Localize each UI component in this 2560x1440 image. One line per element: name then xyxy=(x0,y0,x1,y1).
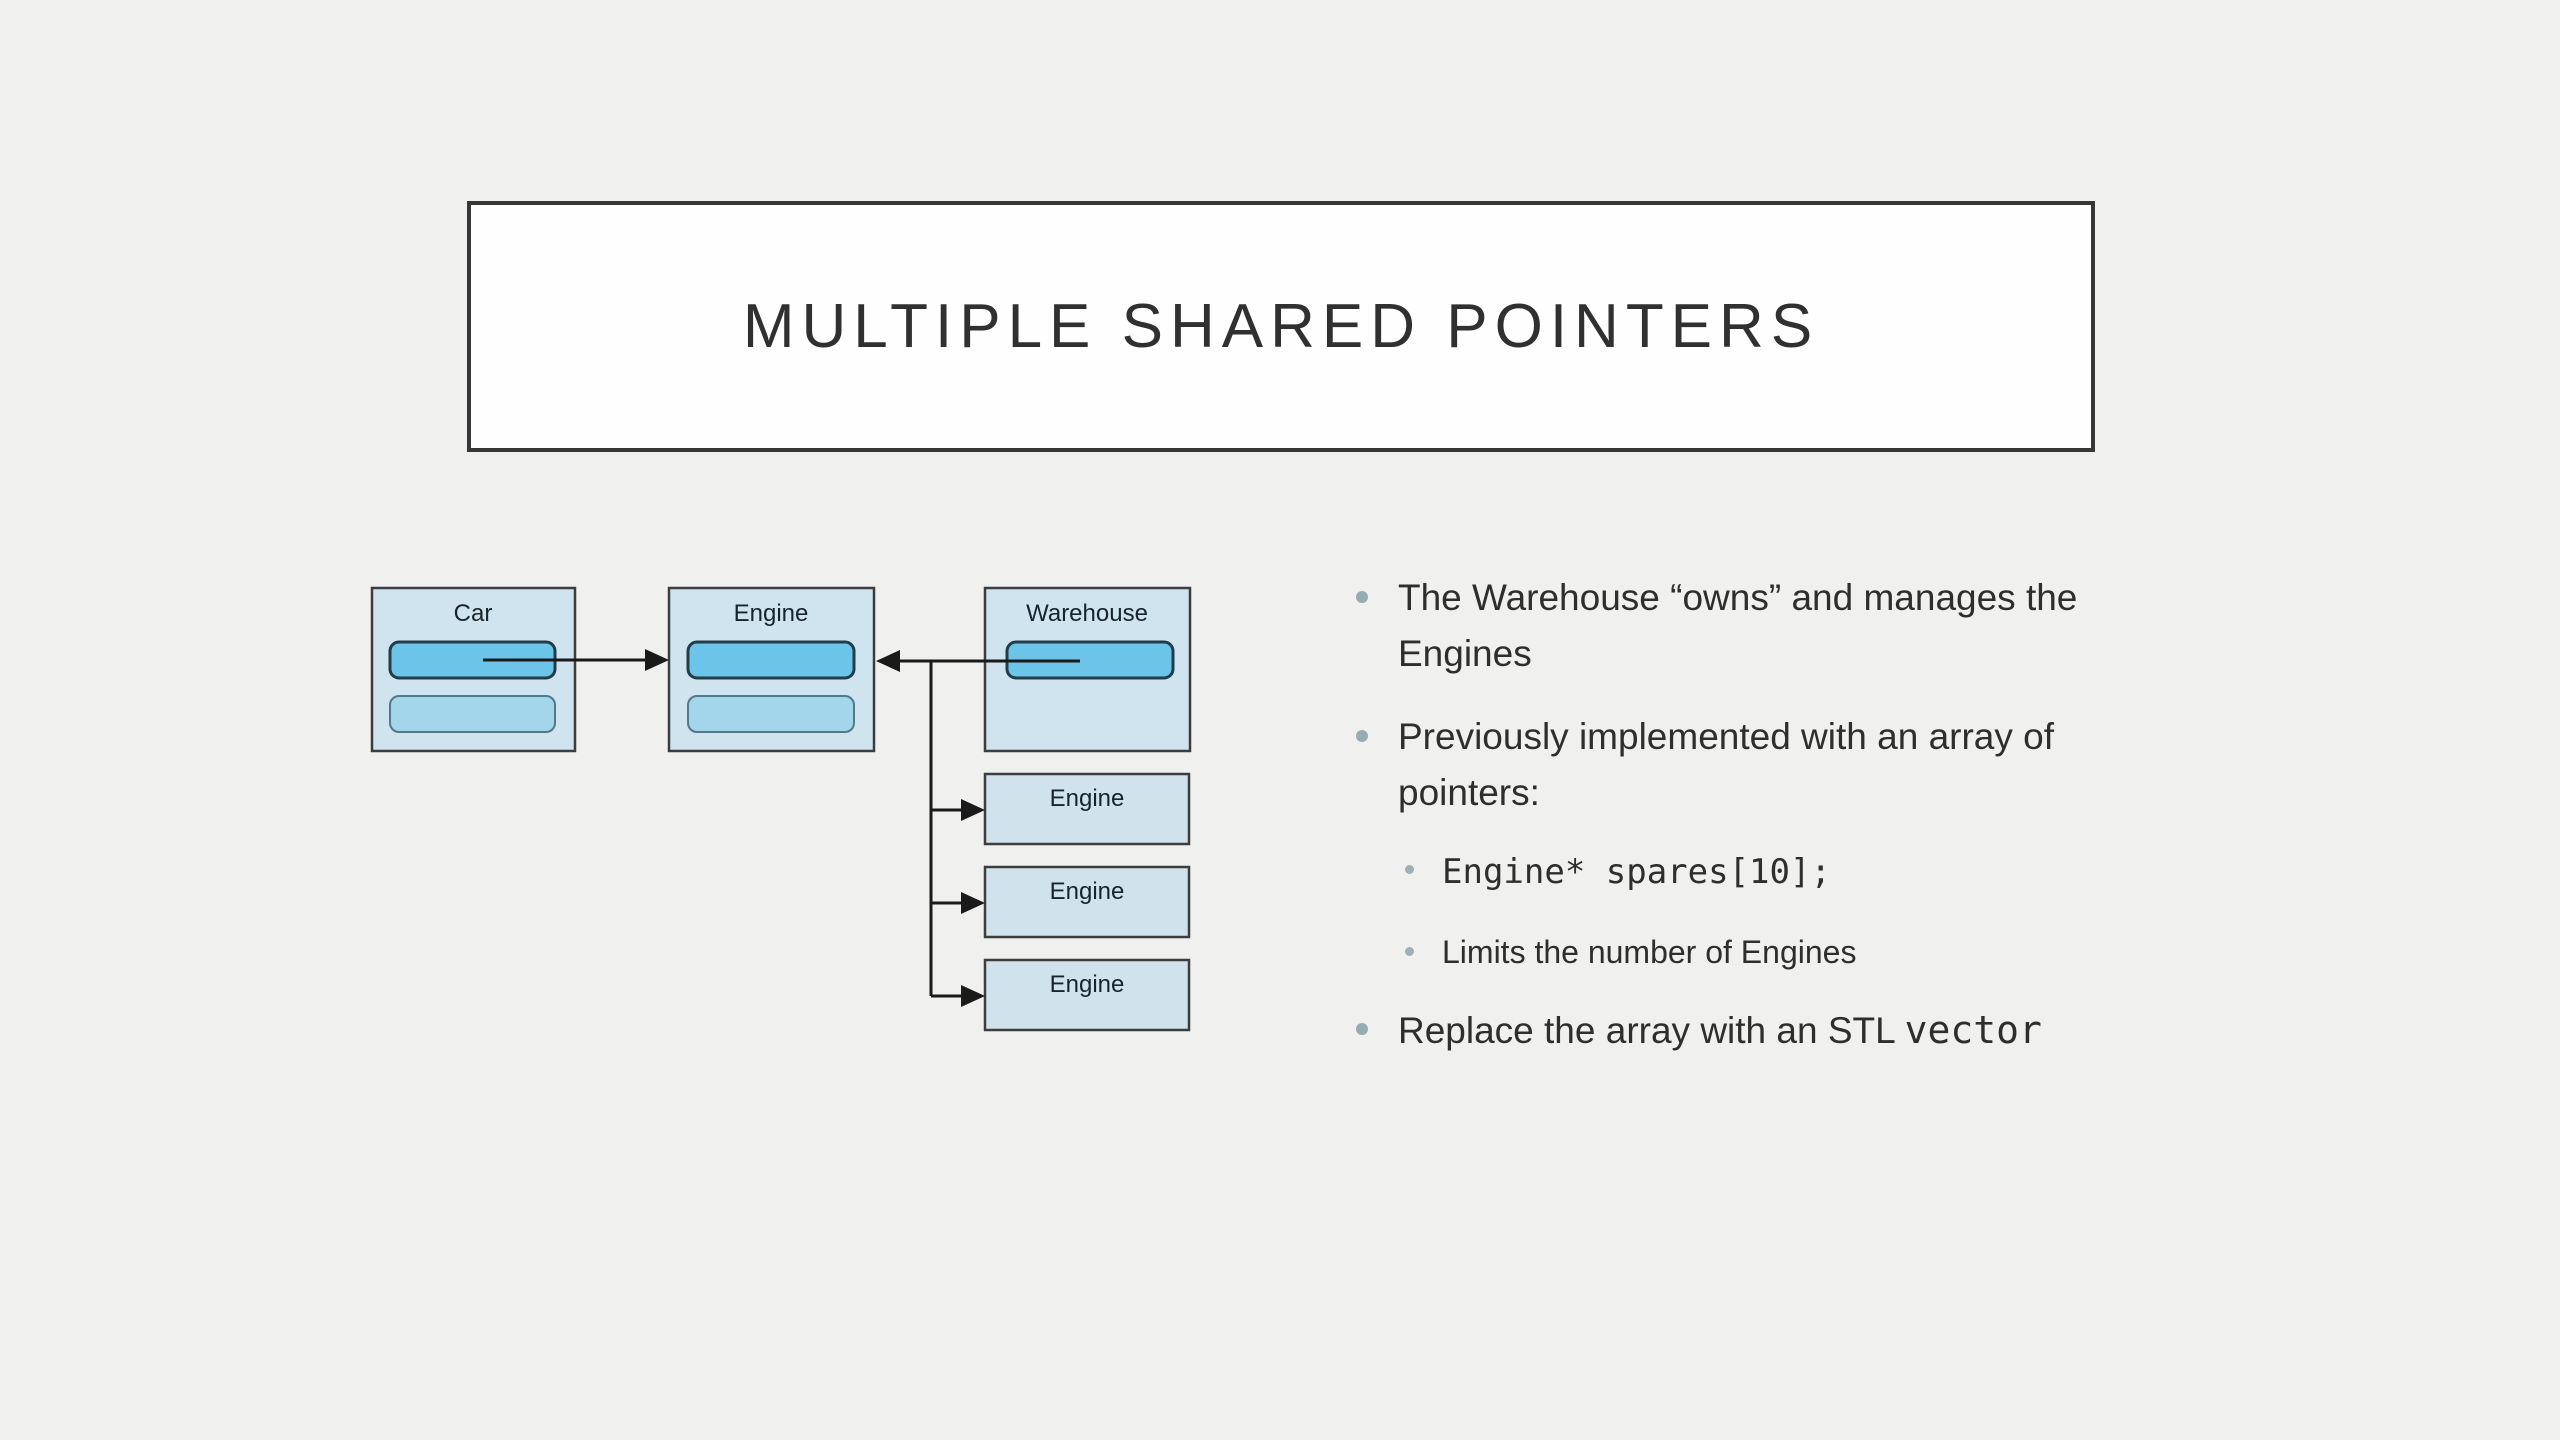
bullet-text: Limits the number of Engines xyxy=(1442,934,1857,971)
engine-empty-field xyxy=(687,695,855,733)
warehouse-label: Warehouse xyxy=(1026,600,1148,627)
spare-engine-box-3: Engine xyxy=(983,958,1191,1032)
engine-pointer-field xyxy=(686,640,856,680)
bullet-dot xyxy=(1356,1022,1368,1035)
spare-branch-arrow-3 xyxy=(931,985,985,1007)
car-to-engine-arrow xyxy=(483,649,669,671)
bullet-line: The Warehouse “owns” and manages the xyxy=(1398,577,2078,618)
engine-box: Engine xyxy=(667,586,876,753)
bullet-item-replace-with-vector: Replace the array with an STL vector xyxy=(1352,1002,2262,1059)
bullet-text-prefix: Replace the array with an STL xyxy=(1398,1009,1905,1051)
bullet-text: The Warehouse “owns” and manages the Eng… xyxy=(1398,570,2077,681)
car-box: Car xyxy=(370,586,577,753)
bullet-item-array-of-pointers: Previously implemented with an array of … xyxy=(1352,709,2262,820)
sub-bullet-limits: Limits the number of Engines xyxy=(1401,930,2262,975)
spare-branch-arrow-2 xyxy=(931,892,985,914)
engine-label: Engine xyxy=(734,600,809,627)
bullet-dot xyxy=(1356,730,1368,742)
ownership-diagram: Car Engine Warehouse Engine Engine xyxy=(370,586,1192,1032)
code-snippet: Engine* spares[10]; xyxy=(1442,852,1831,892)
spare-engine-box-1: Engine xyxy=(983,772,1191,846)
bullet-text: Previously implemented with an array of … xyxy=(1398,709,2054,820)
bullet-line: Previously implemented with an array of xyxy=(1398,716,2055,757)
title-box: MULTIPLE SHARED POINTERS xyxy=(467,201,2095,452)
spare-engine-label-2: Engine xyxy=(1050,878,1125,905)
bullet-text: Replace the array with an STL vector xyxy=(1398,1002,2042,1059)
car-empty-field xyxy=(389,695,556,733)
spare-engine-label-3: Engine xyxy=(1050,971,1125,998)
spare-branch-arrow-1 xyxy=(931,799,985,821)
warehouse-box: Warehouse xyxy=(983,586,1192,753)
warehouse-to-engine-arrow xyxy=(876,650,1080,672)
bullet-list: The Warehouse “owns” and manages the Eng… xyxy=(1352,570,2262,1087)
sub-bullet-group: Engine* spares[10]; Limits the number of… xyxy=(1401,848,2262,976)
spare-engine-box-2: Engine xyxy=(983,865,1191,939)
bullet-line: pointers: xyxy=(1398,771,1540,813)
slide-title: MULTIPLE SHARED POINTERS xyxy=(742,292,1820,361)
bullet-dot xyxy=(1405,865,1414,874)
bullet-item-warehouse-owns: The Warehouse “owns” and manages the Eng… xyxy=(1352,570,2262,681)
spare-engine-label-1: Engine xyxy=(1050,785,1125,812)
bullet-dot xyxy=(1405,947,1414,957)
bullet-dot xyxy=(1356,591,1368,603)
sub-bullet-code: Engine* spares[10]; xyxy=(1401,848,2262,896)
bullet-line: Engines xyxy=(1398,632,1532,674)
code-snippet: vector xyxy=(1904,1007,2042,1052)
car-label: Car xyxy=(454,600,493,627)
